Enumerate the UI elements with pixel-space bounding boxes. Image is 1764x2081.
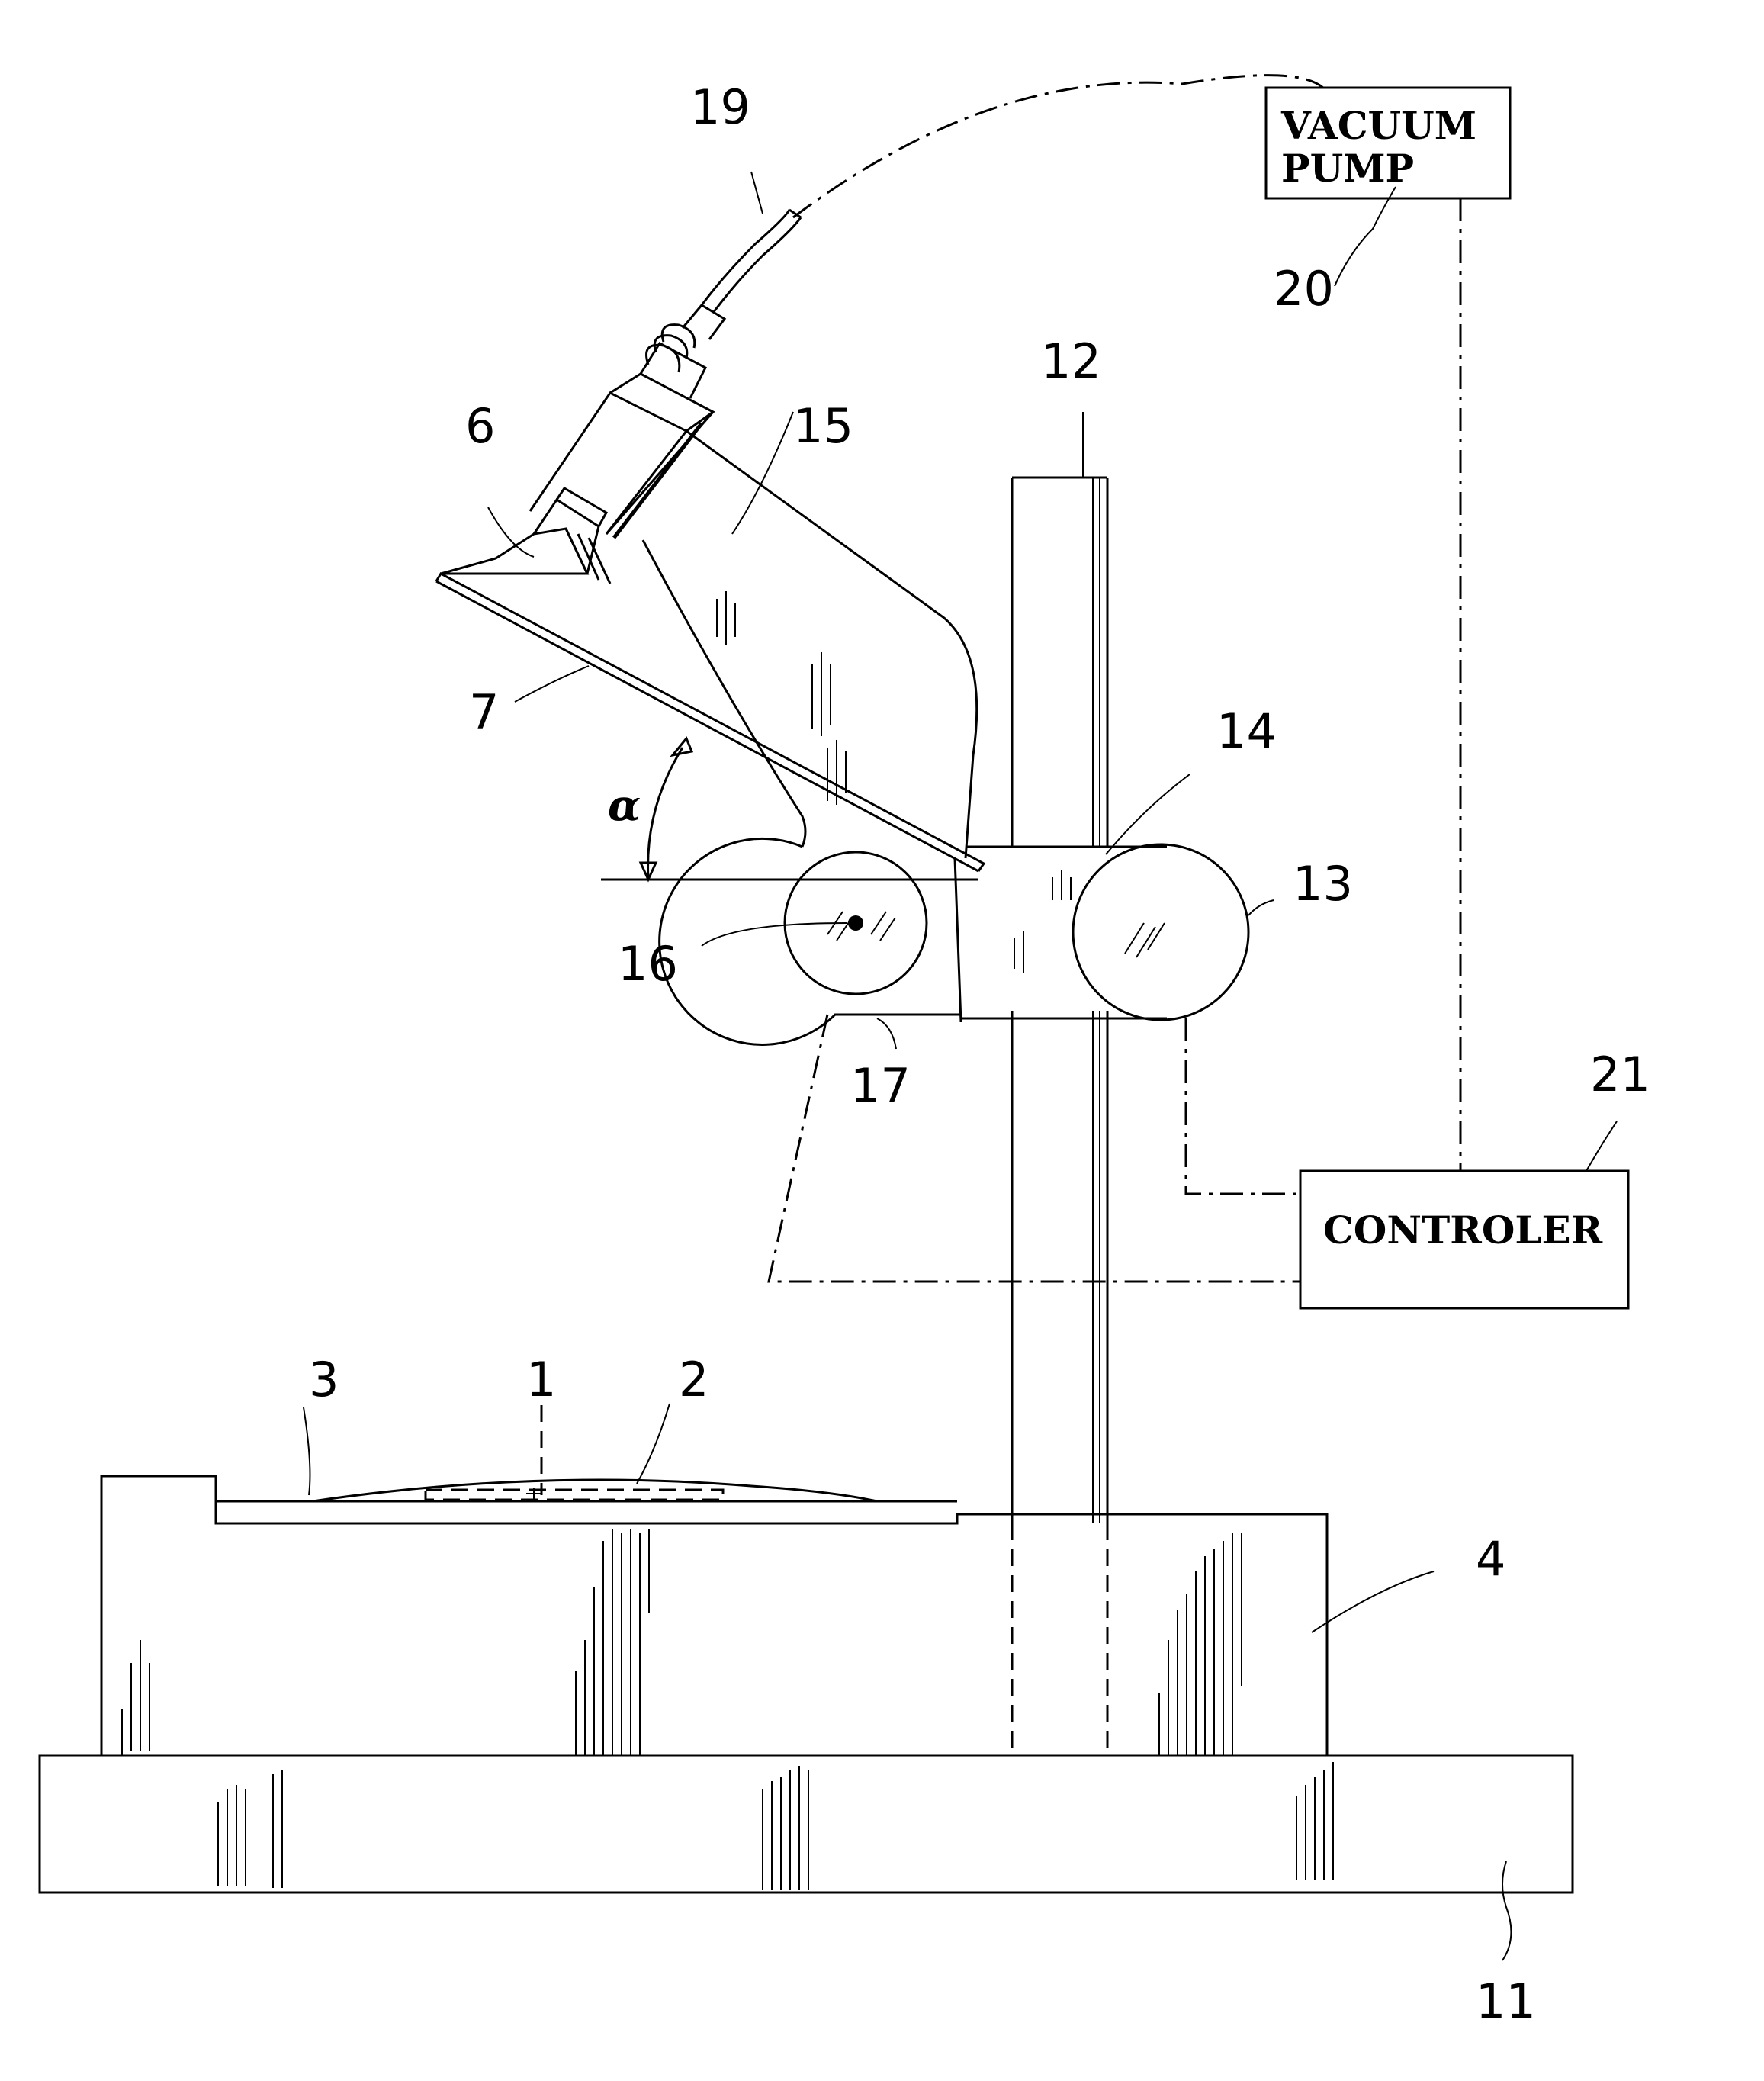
ref-21: 21 [1590,1047,1650,1102]
angle-alpha-label: α [608,780,641,831]
camera [441,210,801,584]
base-plate [40,1755,1573,1893]
ref-13: 13 [1293,856,1353,912]
ref-12: 12 [1041,333,1101,389]
vacuum-pump-box: VACUUM PUMP [1266,88,1510,198]
leader-lines [304,172,1617,1960]
ref-20: 20 [1274,261,1334,317]
ref-1: 1 [526,1352,556,1407]
ref-3: 3 [309,1352,339,1407]
controller-label: CONTROLER [1323,1208,1603,1253]
substrate-assembly [216,1480,957,1501]
clamp-block [961,844,1248,1020]
ref-17: 17 [850,1058,911,1114]
ref-19: 19 [690,79,750,135]
ref-14: 14 [1216,703,1277,759]
ref-2: 2 [679,1352,708,1407]
pivot-housing [660,838,961,1044]
vacuum-pump-label-line1: VACUUM [1280,103,1476,148]
controller-box: CONTROLER [1300,1171,1628,1308]
tilted-plate [436,574,984,880]
ref-7: 7 [469,684,499,740]
column [1012,478,1107,1755]
ref-6: 6 [465,398,495,454]
support-block [101,1476,1327,1755]
vacuum-pump-label-line2: PUMP [1281,146,1414,191]
reference-numerals: 1 2 3 4 6 7 11 12 13 14 15 16 17 19 20 2… [309,79,1650,2029]
ref-16: 16 [618,936,678,992]
ref-4: 4 [1476,1531,1505,1587]
ref-15: 15 [793,398,853,454]
ref-11: 11 [1476,1973,1536,2029]
